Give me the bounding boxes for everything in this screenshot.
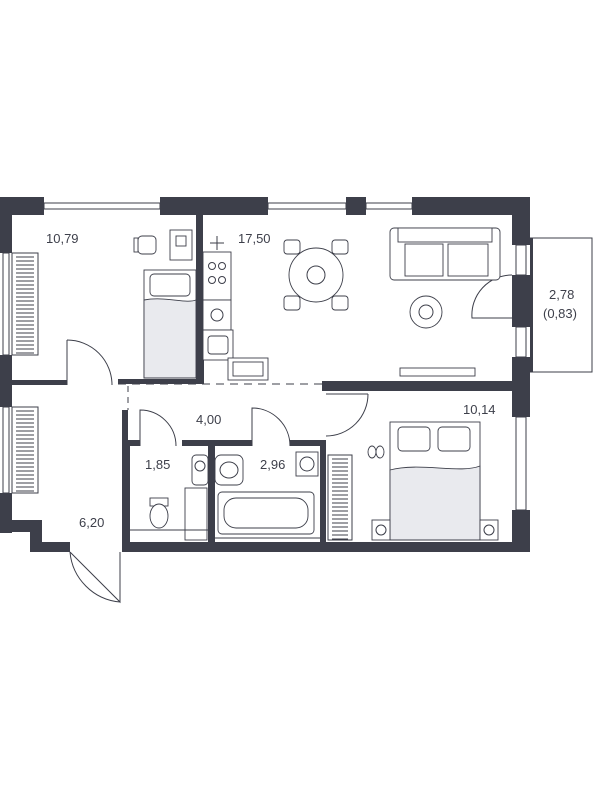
area-label-balcony-reduced: (0,83) [543, 306, 577, 321]
area-label-toilet: 1,85 [145, 457, 170, 472]
bedroom-right-furniture [367, 421, 499, 541]
area-labels: 10,79 17,50 2,78 (0,83) 4,00 10,14 1,85 … [46, 231, 577, 530]
balcony-outline [471, 237, 593, 373]
bathroom-fixtures [214, 451, 320, 539]
area-label-entrance-hall: 6,20 [79, 515, 104, 530]
doors [66, 339, 369, 604]
area-label-bedroom-left: 10,79 [46, 231, 79, 246]
kitchen-furniture [202, 227, 501, 381]
walls [0, 197, 530, 552]
bedroom-left-furniture [133, 229, 197, 379]
area-label-balcony: 2,78 [549, 287, 574, 302]
area-label-hall: 4,00 [196, 412, 221, 427]
toilet-fixtures [130, 454, 209, 541]
windows [2, 202, 527, 511]
area-label-kitchen-living: 17,50 [238, 231, 271, 246]
wardrobes [11, 252, 353, 541]
area-label-bathroom: 2,96 [260, 457, 285, 472]
area-label-bedroom-right: 10,14 [463, 402, 496, 417]
